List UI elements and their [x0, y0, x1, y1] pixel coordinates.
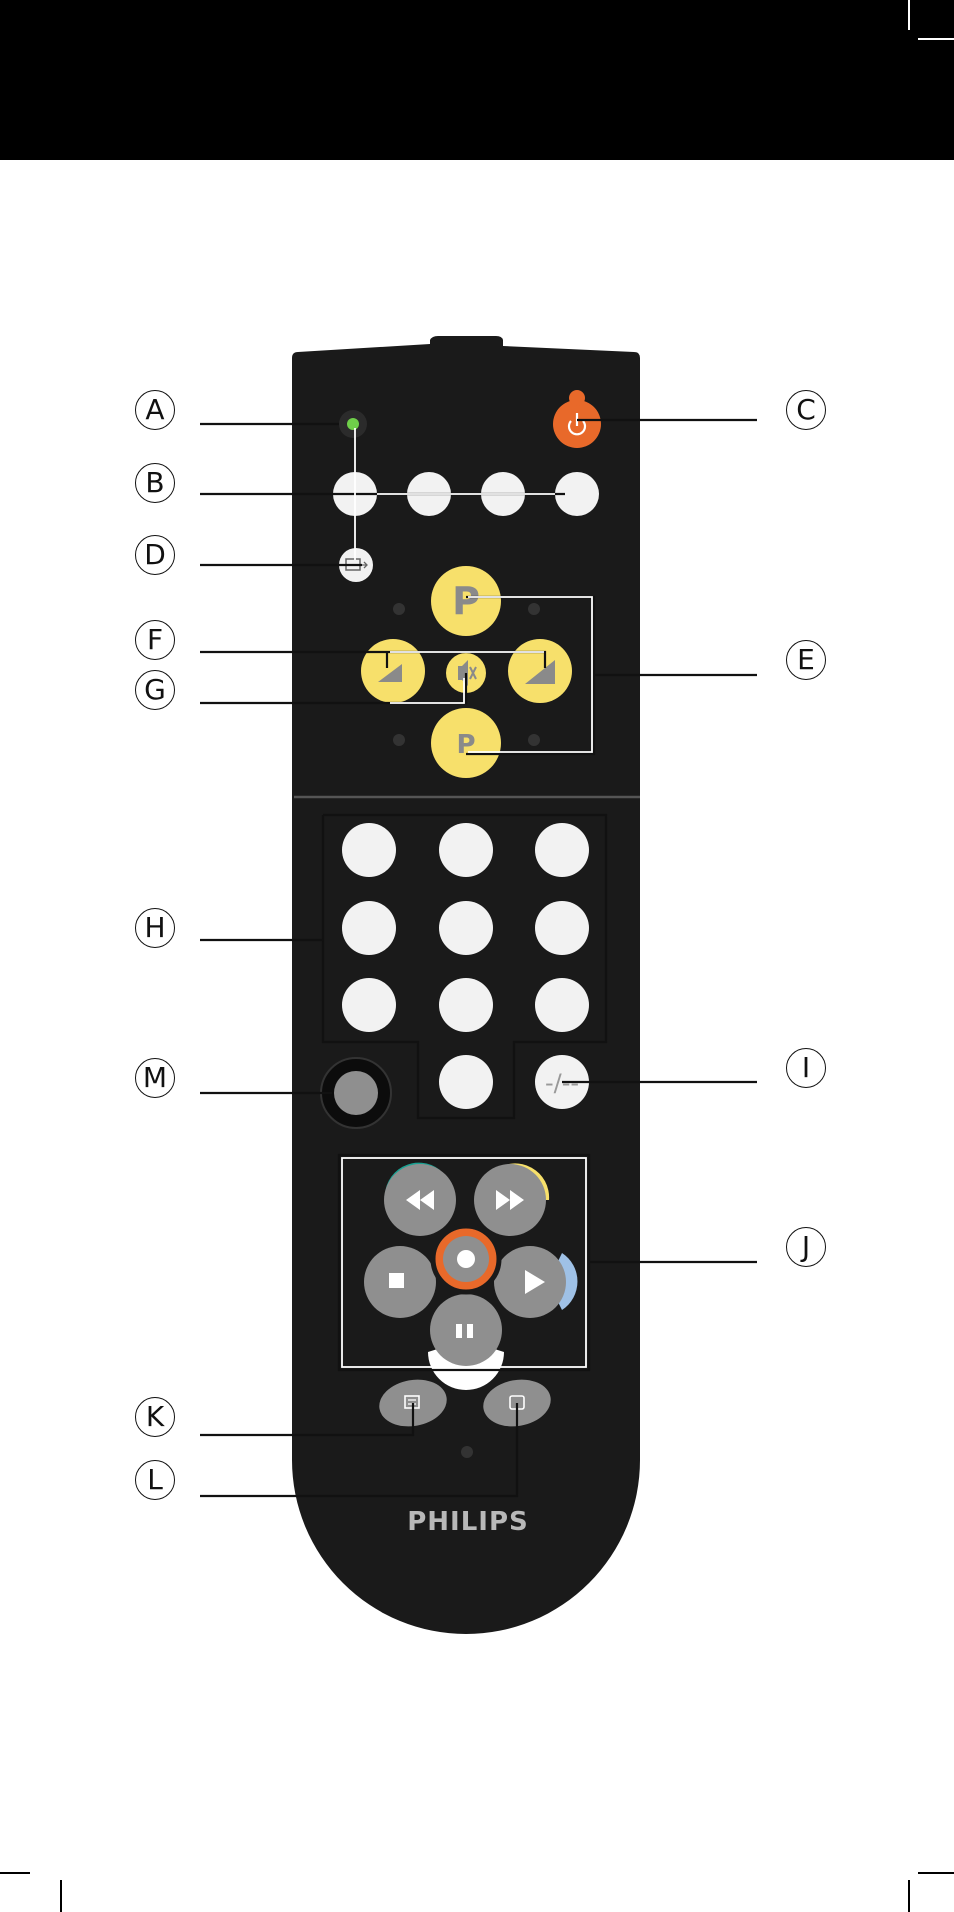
label-m: M — [135, 1058, 175, 1098]
digit-button-5[interactable] — [439, 901, 493, 955]
label-c: C — [786, 390, 826, 430]
label-i: I — [786, 1048, 826, 1088]
channel-up-label: P — [452, 579, 480, 623]
record-icon — [457, 1250, 475, 1268]
label-b: B — [135, 463, 175, 503]
label-j: J — [786, 1227, 826, 1267]
menu-joystick-button[interactable] — [334, 1071, 378, 1115]
body-dot — [461, 1446, 473, 1458]
label-f: F — [135, 620, 175, 660]
digit-button-2[interactable] — [439, 823, 493, 877]
body-dot — [528, 734, 540, 746]
pause-icon-right — [467, 1324, 473, 1338]
label-d: D — [135, 535, 175, 575]
label-k: K — [135, 1397, 175, 1437]
status-led-light — [347, 418, 359, 430]
body-dot — [393, 734, 405, 746]
digit-button-0[interactable] — [439, 1055, 493, 1109]
pause-button[interactable] — [430, 1294, 502, 1366]
brand-logo: PHILIPS — [382, 1507, 554, 1537]
pause-icon-left — [456, 1324, 462, 1338]
digit-button-6[interactable] — [535, 901, 589, 955]
label-l: L — [135, 1460, 175, 1500]
label-e: E — [786, 640, 826, 680]
label-h: H — [135, 908, 175, 948]
label-a: A — [135, 390, 175, 430]
channel-down-label: P — [456, 730, 475, 760]
power-button-nub — [569, 390, 585, 406]
stop-icon — [389, 1273, 404, 1288]
body-dot — [528, 603, 540, 615]
digit-button-8[interactable] — [439, 978, 493, 1032]
digit-button-3[interactable] — [535, 823, 589, 877]
digit-button-7[interactable] — [342, 978, 396, 1032]
digit-button-1[interactable] — [342, 823, 396, 877]
volume-up-button[interactable] — [508, 639, 572, 703]
digit-button-9[interactable] — [535, 978, 589, 1032]
body-dot — [393, 603, 405, 615]
digit-button-4[interactable] — [342, 901, 396, 955]
label-g: G — [135, 670, 175, 710]
